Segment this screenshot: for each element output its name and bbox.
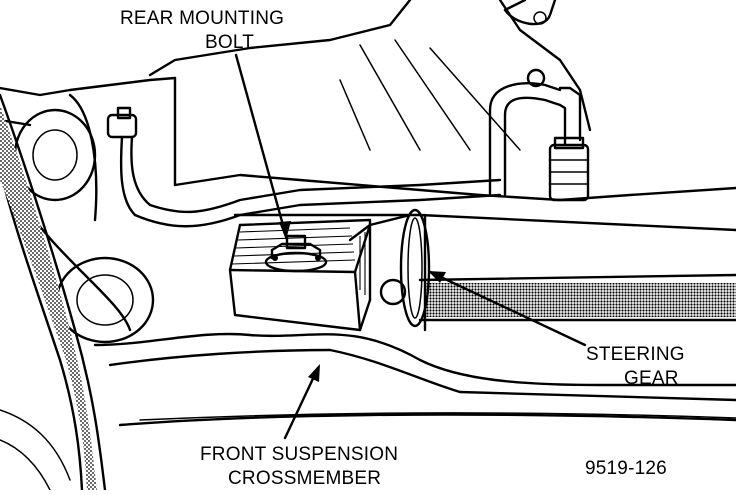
arrow-head-crossmember [308,364,320,382]
figure-number: 9519-126 [585,458,667,479]
label-rear-mounting-bolt-line2: BOLT [205,32,254,53]
arrow-head-bolt [279,221,291,240]
leader-rear-mounting-bolt [234,53,288,238]
label-crossmember-line1: FRONT SUSPENSION [200,444,398,465]
label-steering-gear-line2: GEAR [624,368,679,389]
label-steering-gear-line1: STEERING [586,344,685,365]
label-rear-mounting-bolt-line1: REAR MOUNTING [120,8,284,29]
label-crossmember-line2: CROSSMEMBER [228,468,381,489]
pressure-line-fittings-left [106,106,152,217]
steering-gear-housing [173,173,736,332]
arrow-head-steering-gear [428,271,446,283]
leader-steering-gear [428,270,587,347]
power-steering-lines [133,68,590,228]
transmission-housing [148,0,592,151]
front-suspension-crossmember [93,332,736,427]
leader-crossmember [283,366,320,440]
rear-mounting-bolt [264,234,328,273]
leader-lines [234,53,587,440]
left-frame-rail [0,93,107,492]
